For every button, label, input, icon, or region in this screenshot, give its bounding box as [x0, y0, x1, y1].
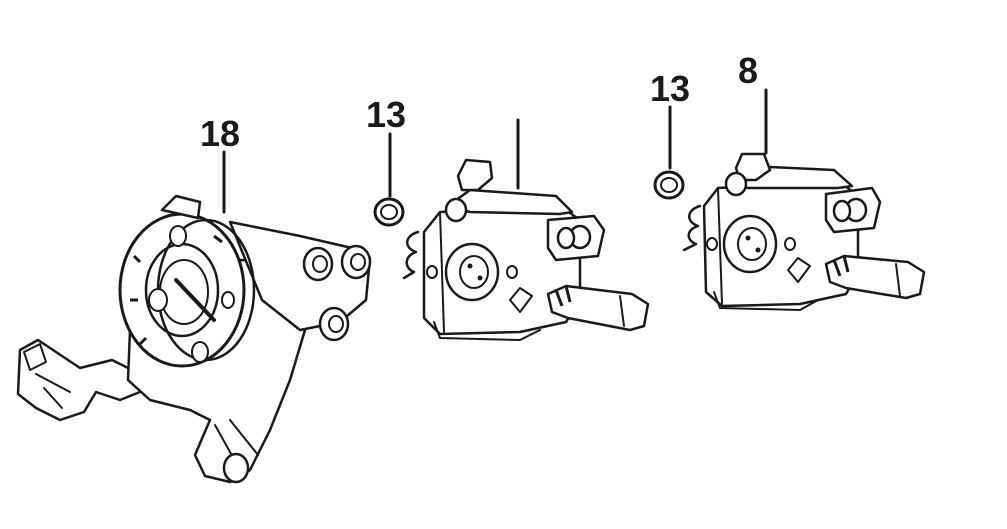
carb-left-nipple-ring	[619, 295, 625, 327]
carb-left-bore-inner	[459, 255, 489, 289]
flange-stud-upper-left	[302, 246, 334, 282]
carb-right-spring-clip	[682, 204, 702, 252]
ring-hole-top	[169, 225, 187, 247]
carb-left-adjust-screw-2	[556, 226, 576, 250]
carb-right-bore-dot-1	[745, 235, 751, 241]
part-13-oring-left	[373, 197, 405, 227]
ring-hole-bottom	[191, 341, 209, 363]
flange-throttle-shaft	[174, 278, 216, 322]
callout-13-right-label: 13	[650, 68, 690, 109]
carb-right-bore-dot-2	[755, 247, 761, 253]
part-18-manifold-flange	[16, 194, 372, 484]
carb-left-bracket	[509, 287, 533, 313]
carb-right-mount-hole-2	[784, 237, 796, 251]
carb-right-nipple-marks	[832, 255, 850, 277]
carb-right-adjust-screw-2	[832, 199, 852, 223]
lever-tab	[23, 343, 47, 371]
flange-stud-lower-hole	[328, 315, 344, 333]
carb-right-nipple-ring	[895, 263, 901, 297]
flange-top-tab	[160, 194, 202, 220]
oring-right-outer	[653, 170, 685, 200]
carb-right-bracket	[787, 257, 811, 283]
carb-left-spring-clip	[402, 230, 420, 280]
carburetor-left	[402, 158, 650, 341]
oring-right-inner	[660, 177, 678, 193]
ring-markings	[130, 234, 223, 346]
lever-detail	[35, 373, 71, 409]
carb-left-mount-hole-1	[426, 265, 438, 279]
flange-stud-upper-left-hole	[312, 255, 328, 273]
carb-left-pump-cover	[433, 321, 541, 341]
flange-upper-bracket	[228, 220, 372, 332]
carb-left-screw-top	[444, 197, 468, 223]
carb-left-nipple-marks	[554, 285, 572, 307]
carb-left-bore-dot-2	[477, 275, 483, 281]
carb-right-mount-hole-1	[706, 237, 718, 251]
flange-stud-upper-right-hole	[350, 253, 366, 271]
part-8-carburetor-right	[682, 152, 926, 311]
carb-right-bore-outer	[722, 214, 778, 274]
carb-right-pump-cover	[713, 291, 819, 311]
callout-8-label: 8	[738, 50, 758, 91]
callout-18-label: 18	[200, 113, 240, 154]
flange-left-lever	[16, 338, 142, 422]
ring-hole-right	[221, 291, 235, 309]
carb-right-screw-top	[724, 171, 748, 197]
carb-right-edge	[717, 187, 723, 305]
oring-left-outer	[373, 197, 405, 227]
carb-left-top-lever	[456, 158, 494, 192]
oring-left-inner	[380, 204, 398, 220]
carb-left-bore-dot-1	[467, 263, 473, 269]
carb-right-bore-inner	[737, 227, 767, 261]
flange-bottom-stud	[222, 452, 250, 484]
carb-left-mount-hole-2	[506, 265, 518, 279]
callout-13-left-label: 13	[366, 94, 406, 135]
part-13-oring-right	[653, 170, 685, 200]
carb-left-bore-outer	[444, 242, 500, 302]
flange-stud-lower	[318, 306, 350, 342]
carb-left-edge	[439, 211, 445, 333]
ring-hole-left	[148, 288, 168, 312]
flange-stud-upper-right	[340, 244, 372, 280]
